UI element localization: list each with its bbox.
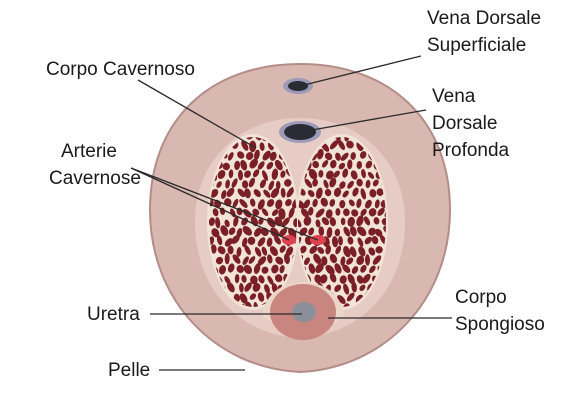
vena-dorsale-superficiale: [288, 81, 308, 91]
sinusoid: [335, 208, 340, 216]
label-arterie-cavernose: Arterie Cavernose: [49, 141, 141, 189]
uretra-lumen: [292, 302, 316, 322]
label-corpo-spongioso: Corpo Spongioso: [455, 287, 545, 335]
label-corpo-cavernoso: Corpo Cavernoso: [46, 59, 195, 80]
label-vena-dorsale-profonda: Vena Dorsale Profonda: [432, 86, 510, 161]
label-uretra: Uretra: [87, 304, 140, 325]
label-vena-dorsale-superficiale: Vena Dorsale Superficiale: [427, 8, 546, 56]
vena-dorsale-profonda: [284, 124, 316, 140]
label-pelle: Pelle: [108, 360, 150, 381]
